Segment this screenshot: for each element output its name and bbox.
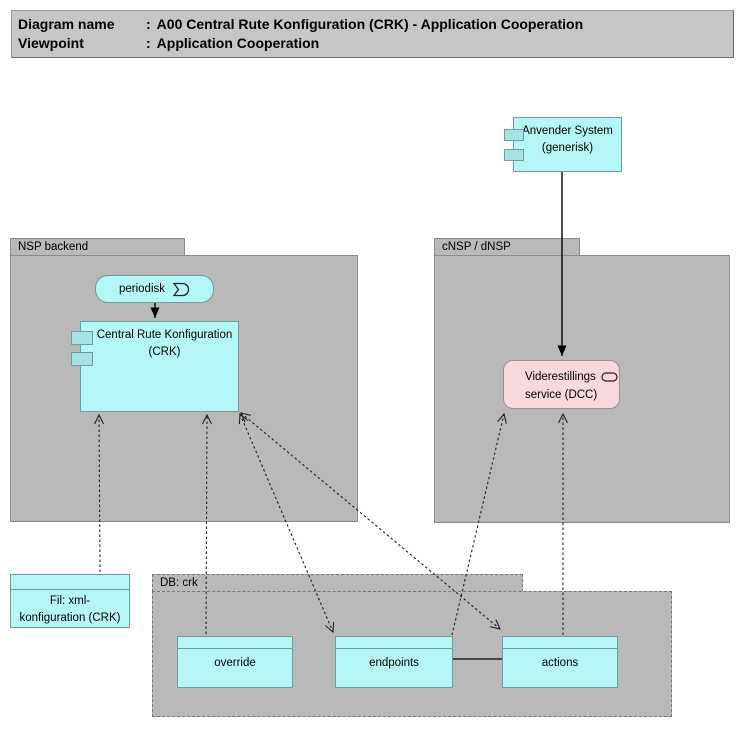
connector-override-to-crk[interactable] (201, 413, 212, 635)
component-tab-icon (504, 129, 524, 141)
table-header-compartment (503, 637, 617, 649)
event-icon (172, 282, 190, 296)
anvender-system-sublabel: (generisk) (541, 142, 594, 154)
title-value: A00 Central Rute Konfiguration (CRK) - A… (156, 16, 584, 32)
table-actions-label: actions (541, 657, 579, 669)
anvender-system-label: Anvender System (522, 125, 613, 137)
table-actions[interactable]: actions (502, 636, 618, 688)
service-icon (601, 372, 618, 382)
title-row-diagram-name: Diagram name: A00 Central Rute Konfigurat… (18, 15, 733, 34)
component-tab-icon (71, 352, 93, 366)
connector-endpoints-to-dcc[interactable] (451, 412, 507, 636)
node-periodisk[interactable]: periodisk (95, 275, 214, 303)
package-label-db-crk: DB: crk (160, 577, 198, 589)
fil-sublabel: konfiguration (CRK) (19, 612, 121, 624)
crk-sublabel: (CRK) (148, 346, 181, 358)
package-tab-nsp-backend[interactable]: NSP backend (10, 238, 185, 256)
connector-fil-to-crk[interactable] (94, 413, 105, 573)
viewpoint-label: Viewpoint (18, 35, 84, 51)
table-endpoints[interactable]: endpoints (335, 636, 453, 688)
periodisk-label: periodisk (118, 283, 166, 295)
node-central-rute-konfiguration[interactable]: Central Rute Konfiguration (CRK) (71, 321, 239, 412)
connector-crk-endpoints[interactable] (238, 412, 335, 634)
viewpoint-value: Application Cooperation (156, 35, 320, 51)
table-header-compartment (336, 637, 452, 649)
title-separator: : (146, 16, 151, 32)
dcc-label: Viderestillings (525, 371, 596, 383)
diagram-title-bar: Diagram name: A00 Central Rute Konfigurat… (11, 10, 734, 58)
package-label-nsp-backend: NSP backend (18, 241, 89, 253)
fil-header-compartment (11, 575, 129, 590)
node-fil-xml-konfiguration[interactable]: Fil: xml- konfiguration (CRK) (10, 574, 130, 628)
title-label: Diagram name (18, 16, 115, 32)
table-override[interactable]: override (177, 636, 293, 688)
table-endpoints-label: endpoints (369, 657, 419, 669)
connector-crk-actions[interactable] (240, 412, 501, 630)
crk-label: Central Rute Konfiguration (96, 329, 233, 341)
table-override-label: override (214, 657, 256, 669)
fil-label: Fil: xml- (49, 595, 91, 607)
component-tab-icon (71, 331, 93, 345)
table-header-compartment (178, 637, 292, 649)
viewpoint-separator: : (146, 35, 151, 51)
dcc-sublabel: service (DCC) (525, 389, 598, 401)
package-label-cnsp-dnsp: cNSP / dNSP (442, 241, 511, 253)
node-anvender-system[interactable]: Anvender System (generisk) (504, 117, 622, 172)
title-row-viewpoint: Viewpoint: Application Cooperation (18, 34, 733, 53)
node-viderestillings-service-dcc[interactable]: Viderestillings service (DCC) (503, 360, 620, 409)
component-tab-icon (504, 149, 524, 161)
